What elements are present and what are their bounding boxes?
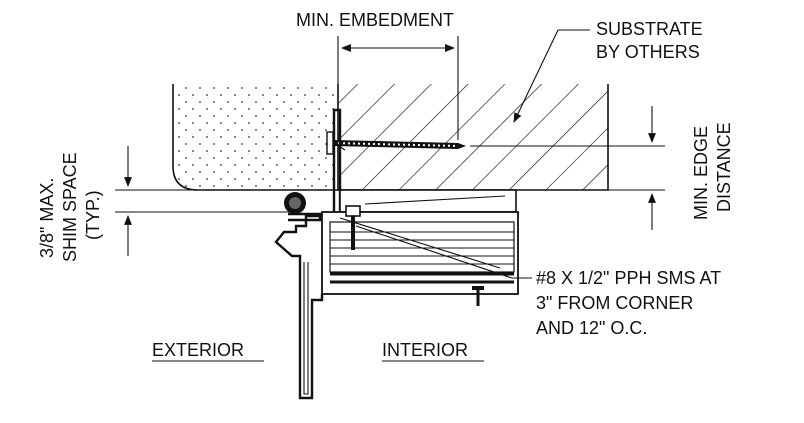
fastener-label-line2: 3" FROM CORNER [536, 293, 693, 313]
shim-label-line1: 3/8" MAX. [37, 178, 57, 258]
min-embedment-label: MIN. EMBEDMENT [296, 10, 454, 30]
fastener-label-line3: AND 12" O.C. [536, 318, 647, 338]
edge-distance-dimension: MIN. EDGE DISTANCE [470, 106, 734, 230]
exterior-wall [172, 84, 338, 191]
substrate [337, 84, 609, 191]
edge-label-line1: MIN. EDGE [691, 126, 711, 220]
side-labels: EXTERIOR INTERIOR [152, 340, 484, 362]
substrate-callout: SUBSTRATE BY OTHERS [513, 19, 703, 123]
window-frame [274, 108, 519, 400]
shim-label-line3: (TYP.) [83, 190, 103, 240]
fastener-label-line1: #8 X 1/2" PPH SMS AT [536, 268, 721, 288]
edge-label-line2: DISTANCE [714, 122, 734, 212]
fastener-callout: #8 X 1/2" PPH SMS AT 3" FROM CORNER AND … [355, 225, 721, 338]
shim-lines [115, 189, 665, 213]
shim-label-line2: SHIM SPACE [60, 152, 80, 262]
substrate-label-line2: BY OTHERS [596, 42, 700, 62]
anchor-screw [326, 131, 466, 155]
embedment-dimension: MIN. EMBEDMENT [296, 10, 459, 140]
shim-dimension: 3/8" MAX. SHIM SPACE (TYP.) [37, 146, 132, 262]
interior-label: INTERIOR [382, 340, 468, 360]
exterior-label: EXTERIOR [152, 340, 244, 360]
substrate-label-line1: SUBSTRATE [596, 19, 703, 39]
